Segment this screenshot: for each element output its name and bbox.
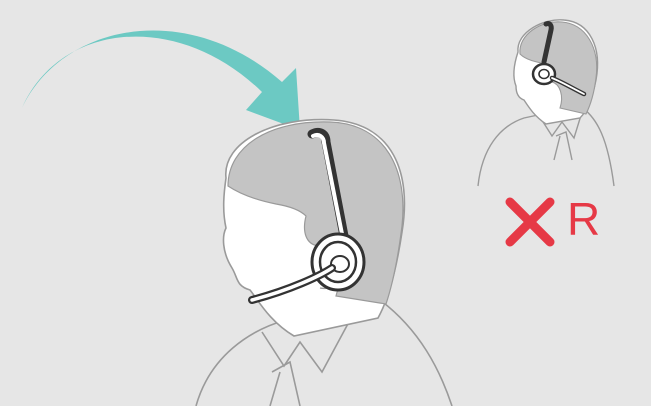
wrong-side-letter: R	[567, 196, 600, 242]
rotation-arrow	[22, 31, 300, 130]
arrow-shaft	[22, 31, 300, 130]
main-figure	[196, 120, 452, 406]
inset-figure	[478, 20, 614, 186]
cross-icon	[510, 202, 550, 242]
main-tie	[270, 362, 300, 406]
inset-tie	[554, 132, 572, 160]
inset-earpiece-center	[539, 70, 549, 79]
